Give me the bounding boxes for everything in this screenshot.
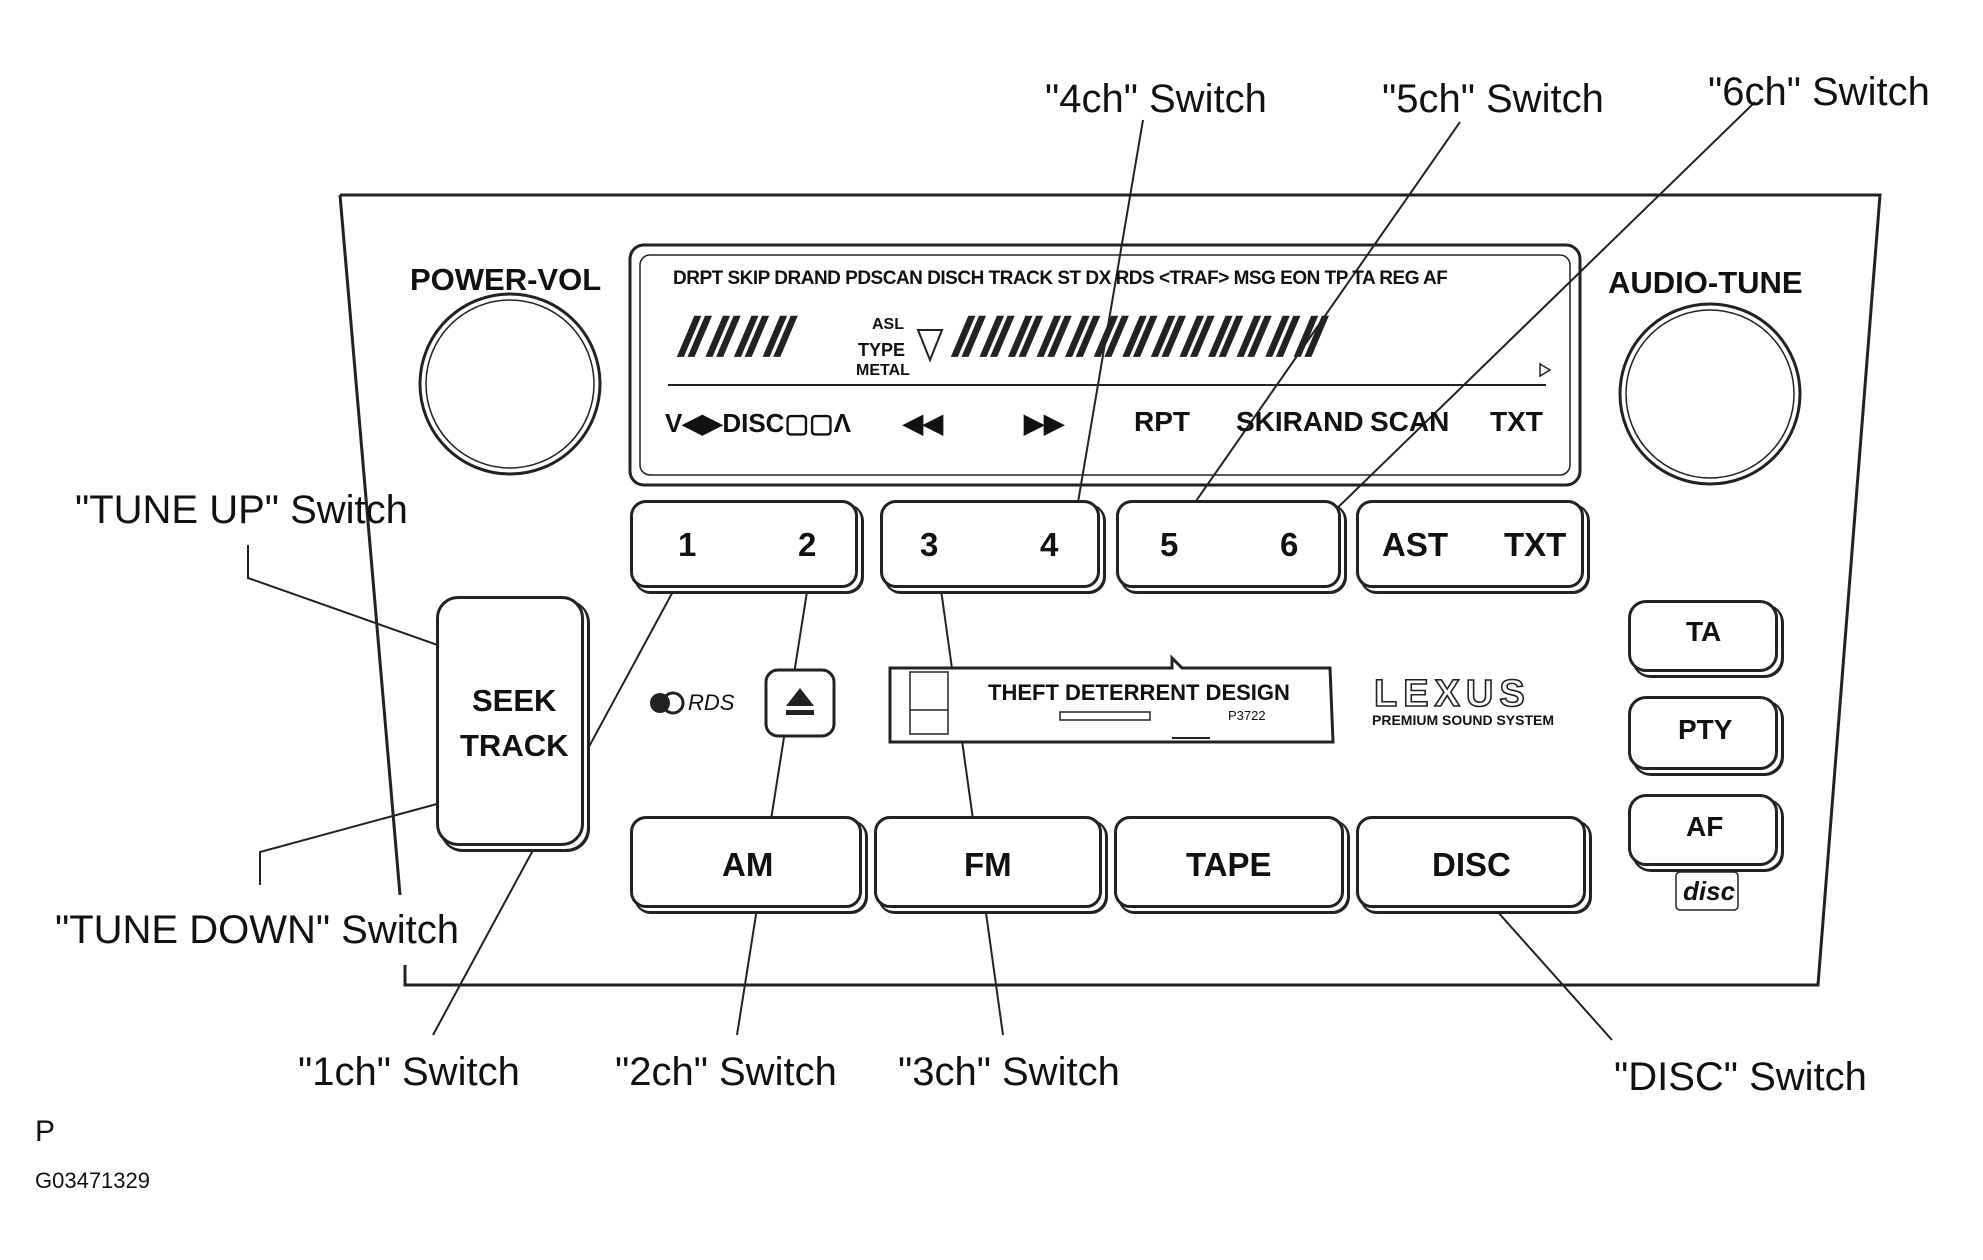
- callout-1ch-switch: "1ch" Switch: [298, 1050, 520, 1094]
- disc-logo-text: disc: [1683, 876, 1736, 906]
- fm-button[interactable]: [874, 816, 1102, 908]
- display-ff-icon: ▶▶: [1024, 408, 1064, 438]
- pty-label[interactable]: PTY: [1678, 714, 1733, 745]
- preset-4-label[interactable]: 4: [1040, 526, 1059, 563]
- cassette-title: THEFT DETERRENT DESIGN: [988, 680, 1290, 705]
- display-rpt: RPT: [1134, 406, 1190, 437]
- preset-2-label[interactable]: 2: [798, 526, 817, 563]
- am-button[interactable]: [630, 816, 862, 908]
- af-button[interactable]: [1628, 794, 1778, 866]
- display-type: TYPE: [858, 340, 906, 360]
- preset-1-label[interactable]: 1: [678, 526, 697, 563]
- preset-button-3-4[interactable]: [880, 500, 1100, 588]
- callout-3ch-switch: "3ch" Switch: [898, 1050, 1120, 1094]
- cassette-slot: [888, 654, 1335, 744]
- eject-icon: [786, 688, 814, 706]
- display-skirand: SKIRAND: [1236, 406, 1364, 437]
- display-asl: ASL: [872, 316, 904, 333]
- disc-button[interactable]: [1356, 816, 1586, 908]
- ta-button[interactable]: [1628, 600, 1778, 672]
- preset-button-5-6[interactable]: [1116, 500, 1341, 588]
- display-txt: TXT: [1490, 406, 1543, 437]
- display-scan: SCAN: [1370, 406, 1450, 437]
- ta-label[interactable]: TA: [1686, 616, 1722, 647]
- display-segment-main: ⅡⅡⅡⅡⅡⅡⅡⅡⅡⅡⅡⅡⅡ: [944, 306, 1328, 369]
- fm-label[interactable]: FM: [964, 846, 1012, 883]
- power-vol-knob: [418, 292, 602, 476]
- am-label[interactable]: AM: [722, 846, 774, 883]
- display-metal: METAL: [856, 362, 910, 379]
- display-frame: [628, 243, 1582, 487]
- ast-label[interactable]: AST: [1382, 526, 1448, 563]
- power-vol-label: POWER-VOL: [410, 262, 602, 297]
- faceplate-outline: [340, 193, 1882, 987]
- audio-tune-label: AUDIO-TUNE: [1608, 265, 1803, 300]
- preset-button-ast-txt[interactable]: [1356, 500, 1584, 588]
- display-segment-left: ⅡⅡⅡⅡ: [670, 306, 796, 369]
- preset-5-label[interactable]: 5: [1160, 526, 1179, 563]
- tape-label[interactable]: TAPE: [1186, 846, 1272, 883]
- af-label[interactable]: AF: [1686, 811, 1724, 842]
- display-disc-nav: V◀▶DISC▢▢Λ: [665, 408, 851, 438]
- display-indicators-top: DRPT SKIP DRAND PDSCAN DISCH TRACK ST DX…: [673, 268, 1448, 289]
- disc-label[interactable]: DISC: [1432, 846, 1511, 883]
- rds-logo-text: RDS: [688, 690, 735, 715]
- callout-4ch-switch: "4ch" Switch: [1045, 77, 1267, 121]
- callout-6ch-switch: "6ch" Switch: [1708, 70, 1930, 114]
- audio-tune-knob: [1618, 302, 1802, 486]
- callout-disc-switch: "DISC" Switch: [1614, 1055, 1867, 1099]
- tape-button[interactable]: [1114, 816, 1344, 908]
- callout-2ch-switch: "2ch" Switch: [615, 1050, 837, 1094]
- preset-3-label[interactable]: 3: [920, 526, 939, 563]
- compact-disc-logo: [1675, 871, 1739, 911]
- footer-letter: P: [35, 1115, 56, 1148]
- callout-5ch-switch: "5ch" Switch: [1382, 77, 1604, 121]
- brand-subtitle: PREMIUM SOUND SYSTEM: [1372, 712, 1555, 728]
- display-rew-icon: ◀◀: [903, 408, 943, 438]
- callout-tune-down-switch: "TUNE DOWN" Switch: [55, 908, 459, 952]
- footer-code: G03471329: [35, 1168, 150, 1193]
- cassette-code: P3722: [1228, 708, 1266, 723]
- callout-tune-up-switch: "TUNE UP" Switch: [75, 488, 408, 532]
- preset-button-1-2[interactable]: [630, 500, 858, 588]
- preset-6-label[interactable]: 6: [1280, 526, 1299, 563]
- txt-label[interactable]: TXT: [1504, 526, 1567, 563]
- seek-label: SEEK: [472, 683, 557, 718]
- pty-button[interactable]: [1628, 696, 1778, 770]
- lexus-logo: LEXUS: [1374, 673, 1531, 715]
- seek-track-rocker[interactable]: [436, 596, 584, 846]
- track-label: TRACK: [460, 728, 569, 763]
